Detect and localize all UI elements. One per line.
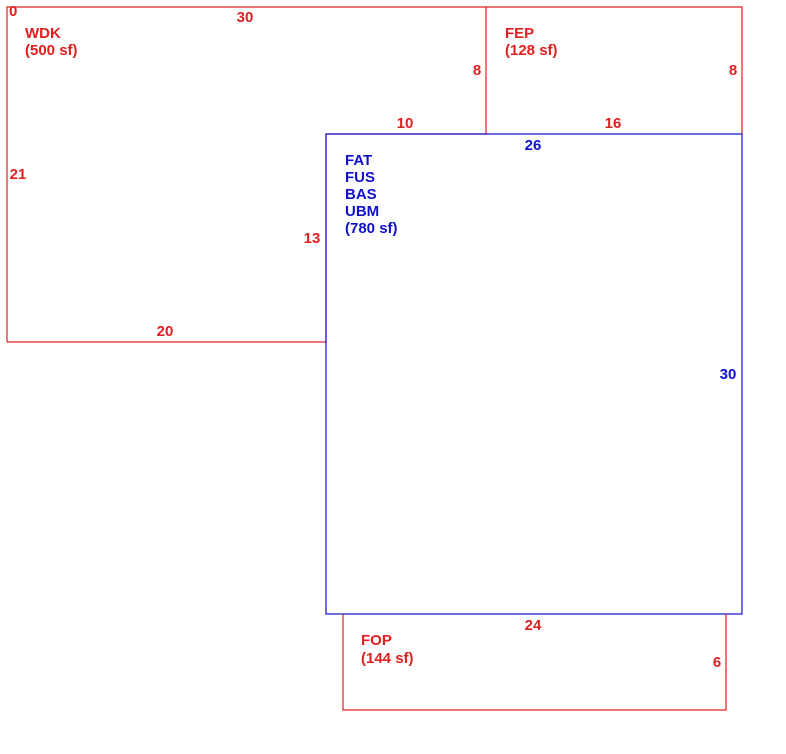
fep-outline xyxy=(486,6,743,134)
main-outline xyxy=(325,133,743,615)
wdk-dim-bottom: 20 xyxy=(157,323,174,340)
main-code-fat: FAT xyxy=(345,152,372,169)
main-dim-right: 30 xyxy=(720,366,737,383)
main-area-label: (780 sf) xyxy=(345,220,398,237)
wdk-dim-right: 8 xyxy=(473,62,481,79)
fop-dim-right: 6 xyxy=(713,654,721,671)
main-dim-top: 26 xyxy=(525,137,542,154)
fep-dim-bottom: 16 xyxy=(605,115,622,132)
fep-code-label: FEP xyxy=(505,25,534,42)
fop-area-label: (144 sf) xyxy=(361,650,414,667)
wdk-code-label: WDK xyxy=(25,25,61,42)
wdk-area-label: (500 sf) xyxy=(25,42,78,59)
wdk-dim-top: 30 xyxy=(237,9,254,26)
corner-marker: 0 xyxy=(9,3,17,20)
fep-area-label: (128 sf) xyxy=(505,42,558,59)
wdk-dim-left: 21 xyxy=(10,166,27,183)
wdk-dim-mid: 10 xyxy=(397,115,414,132)
wdk-outline xyxy=(6,6,487,343)
wdk-dim-inner: 13 xyxy=(304,230,321,247)
fep-dim-right: 8 xyxy=(729,62,737,79)
main-code-fus: FUS xyxy=(345,169,375,186)
main-code-ubm: UBM xyxy=(345,203,379,220)
fop-outline xyxy=(342,614,727,711)
fop-code-label: FOP xyxy=(361,632,392,649)
main-code-bas: BAS xyxy=(345,186,377,203)
fop-dim-top: 24 xyxy=(525,617,542,634)
